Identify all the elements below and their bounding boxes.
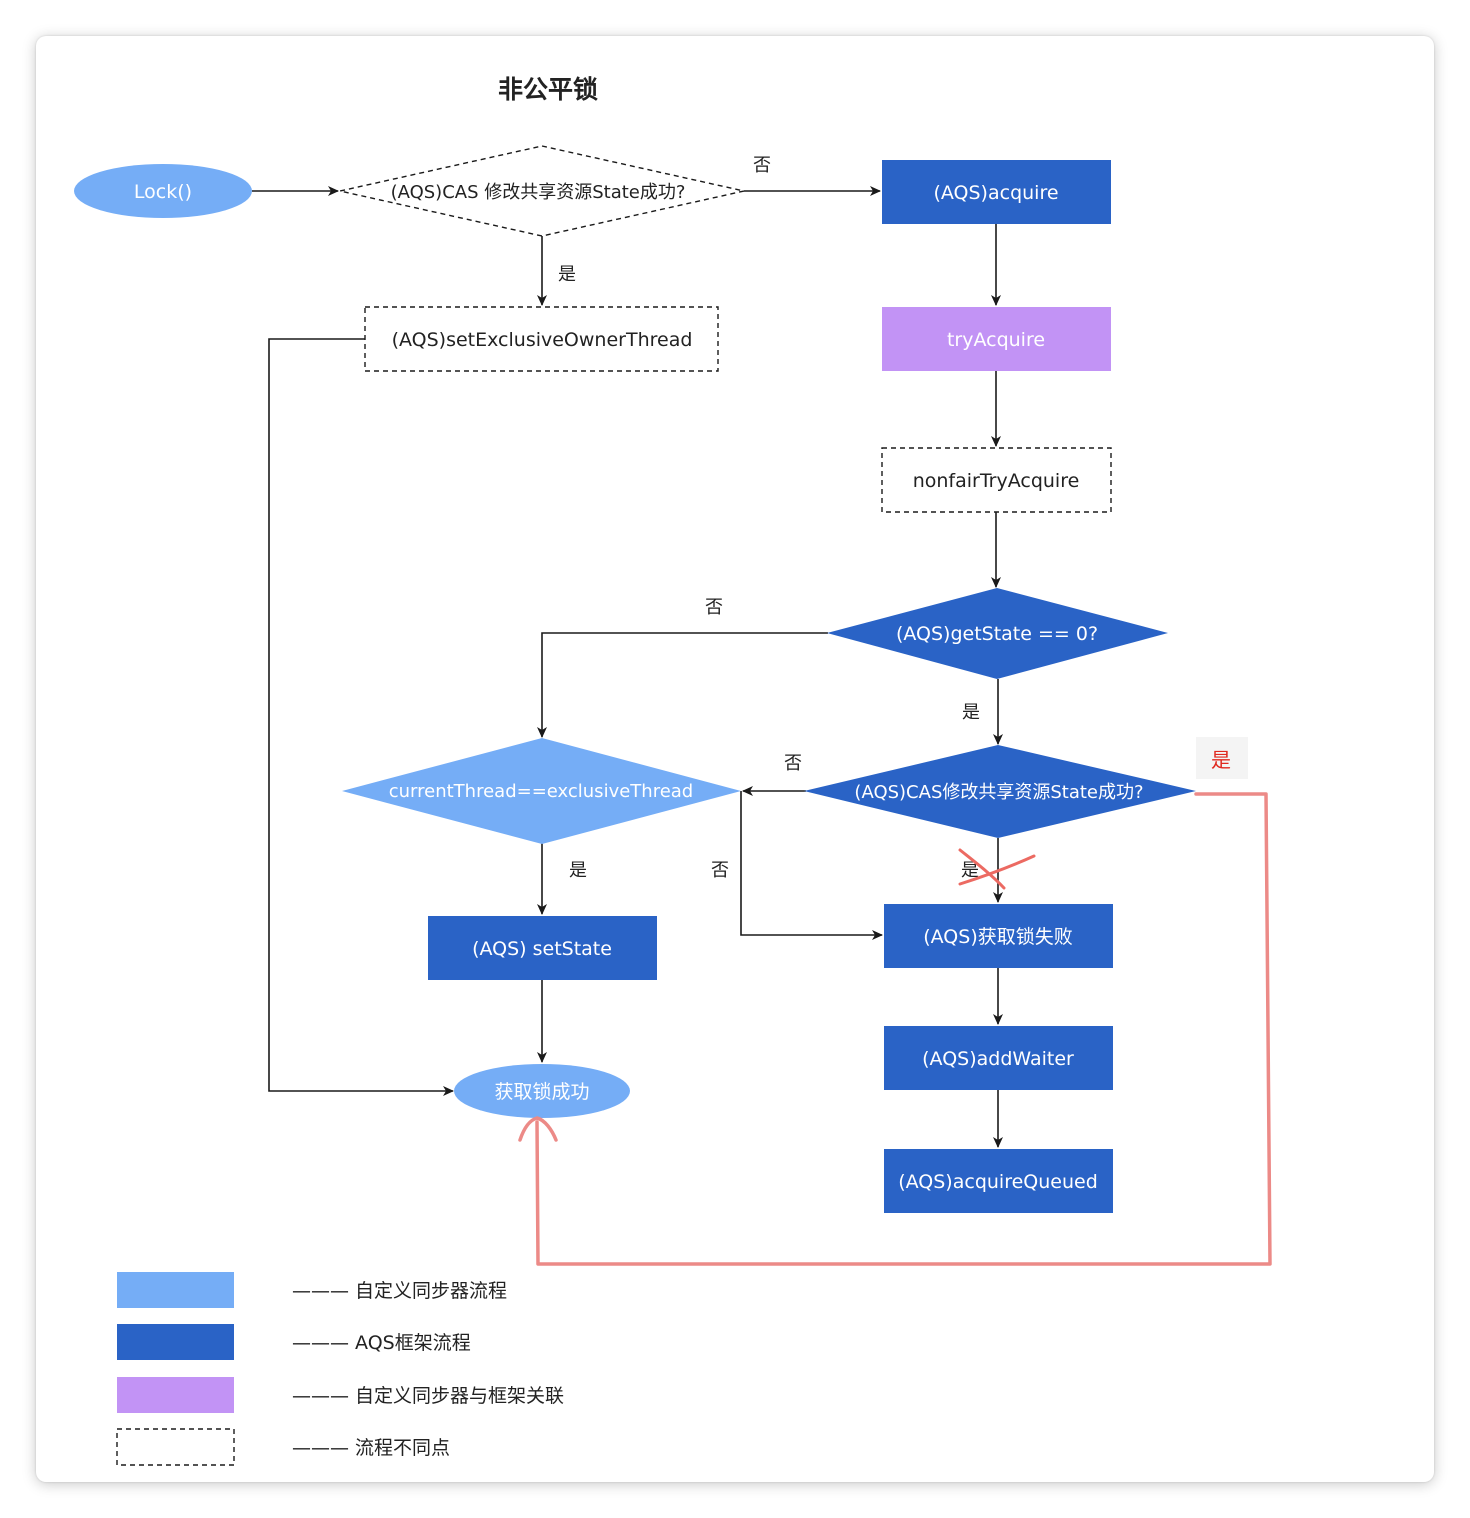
current-yes-label: 是	[569, 860, 587, 881]
success-node: 获取锁成功	[454, 1064, 630, 1118]
correction-annotation: 是	[518, 737, 1272, 1266]
add-waiter-label: (AQS)addWaiter	[922, 1048, 1074, 1070]
edge-labels: 否 是 否 是 否 是 是 否	[558, 155, 980, 881]
cas2-no-label: 否	[784, 753, 802, 774]
cas2-decision: (AQS)CAS修改共享资源State成功?	[804, 745, 1196, 838]
try-acquire-label: tryAcquire	[947, 329, 1045, 351]
fail-label: (AQS)获取锁失败	[923, 926, 1073, 948]
set-owner-label: (AQS)setExclusiveOwnerThread	[392, 329, 693, 351]
legend-swatch-light-blue	[117, 1272, 234, 1308]
legend-label-association: ——— 自定义同步器与框架关联	[292, 1385, 564, 1407]
cas2-yes-correction-label: 是	[1211, 748, 1231, 772]
set-owner-node: (AQS)setExclusiveOwnerThread	[364, 306, 719, 372]
current-no-label: 否	[711, 860, 729, 881]
legend-swatch-dashed	[116, 1428, 235, 1466]
correction-arrowhead-icon	[518, 1116, 558, 1142]
correction-route-line	[535, 792, 1272, 1266]
cas1-no-label: 否	[753, 155, 771, 176]
acquire-label: (AQS)acquire	[933, 182, 1058, 204]
get-state-decision: (AQS)getState == 0?	[827, 588, 1168, 679]
add-waiter-node: (AQS)addWaiter	[884, 1026, 1113, 1090]
getstate-yes-label: 是	[962, 702, 980, 723]
cross-mark-icon	[958, 848, 1036, 890]
cas2-label: (AQS)CAS修改共享资源State成功?	[854, 782, 1143, 803]
diagram-title: 非公平锁	[498, 75, 598, 104]
nonfair-label: nonfairTryAcquire	[913, 470, 1080, 492]
lock-label: Lock()	[134, 181, 192, 203]
lock-node: Lock()	[74, 164, 252, 218]
getstate-no-label: 否	[705, 597, 723, 618]
cas1-label: (AQS)CAS 修改共享资源State成功?	[391, 182, 686, 203]
legend-swatch-purple	[117, 1377, 234, 1413]
legend: ——— 自定义同步器流程 ——— AQS框架流程 ——— 自定义同步器与框架关联…	[116, 1272, 564, 1466]
legend-swatch-dark-blue	[117, 1324, 234, 1360]
cas1-decision: (AQS)CAS 修改共享资源State成功?	[339, 145, 745, 237]
acquire-node: (AQS)acquire	[882, 160, 1111, 224]
connectors	[252, 186, 1003, 1148]
nonfair-node: nonfairTryAcquire	[881, 447, 1112, 513]
current-thread-label: currentThread==exclusiveThread	[389, 781, 693, 802]
cas2-yes-struck-label: 是	[961, 860, 979, 881]
fail-node: (AQS)获取锁失败	[884, 904, 1113, 968]
set-state-node: (AQS) setState	[428, 916, 657, 980]
success-label: 获取锁成功	[494, 1081, 589, 1103]
legend-label-difference: ——— 流程不同点	[292, 1437, 450, 1459]
legend-label-custom-sync: ——— 自定义同步器流程	[292, 1280, 507, 1302]
try-acquire-node: tryAcquire	[882, 307, 1111, 371]
acquire-queued-label: (AQS)acquireQueued	[898, 1171, 1098, 1193]
acquire-queued-node: (AQS)acquireQueued	[884, 1149, 1113, 1213]
get-state-label: (AQS)getState == 0?	[896, 623, 1098, 645]
legend-label-aqs-framework: ——— AQS框架流程	[292, 1332, 471, 1354]
current-thread-decision: currentThread==exclusiveThread	[342, 738, 741, 844]
set-state-label: (AQS) setState	[472, 938, 612, 960]
cas1-yes-label: 是	[558, 264, 576, 285]
